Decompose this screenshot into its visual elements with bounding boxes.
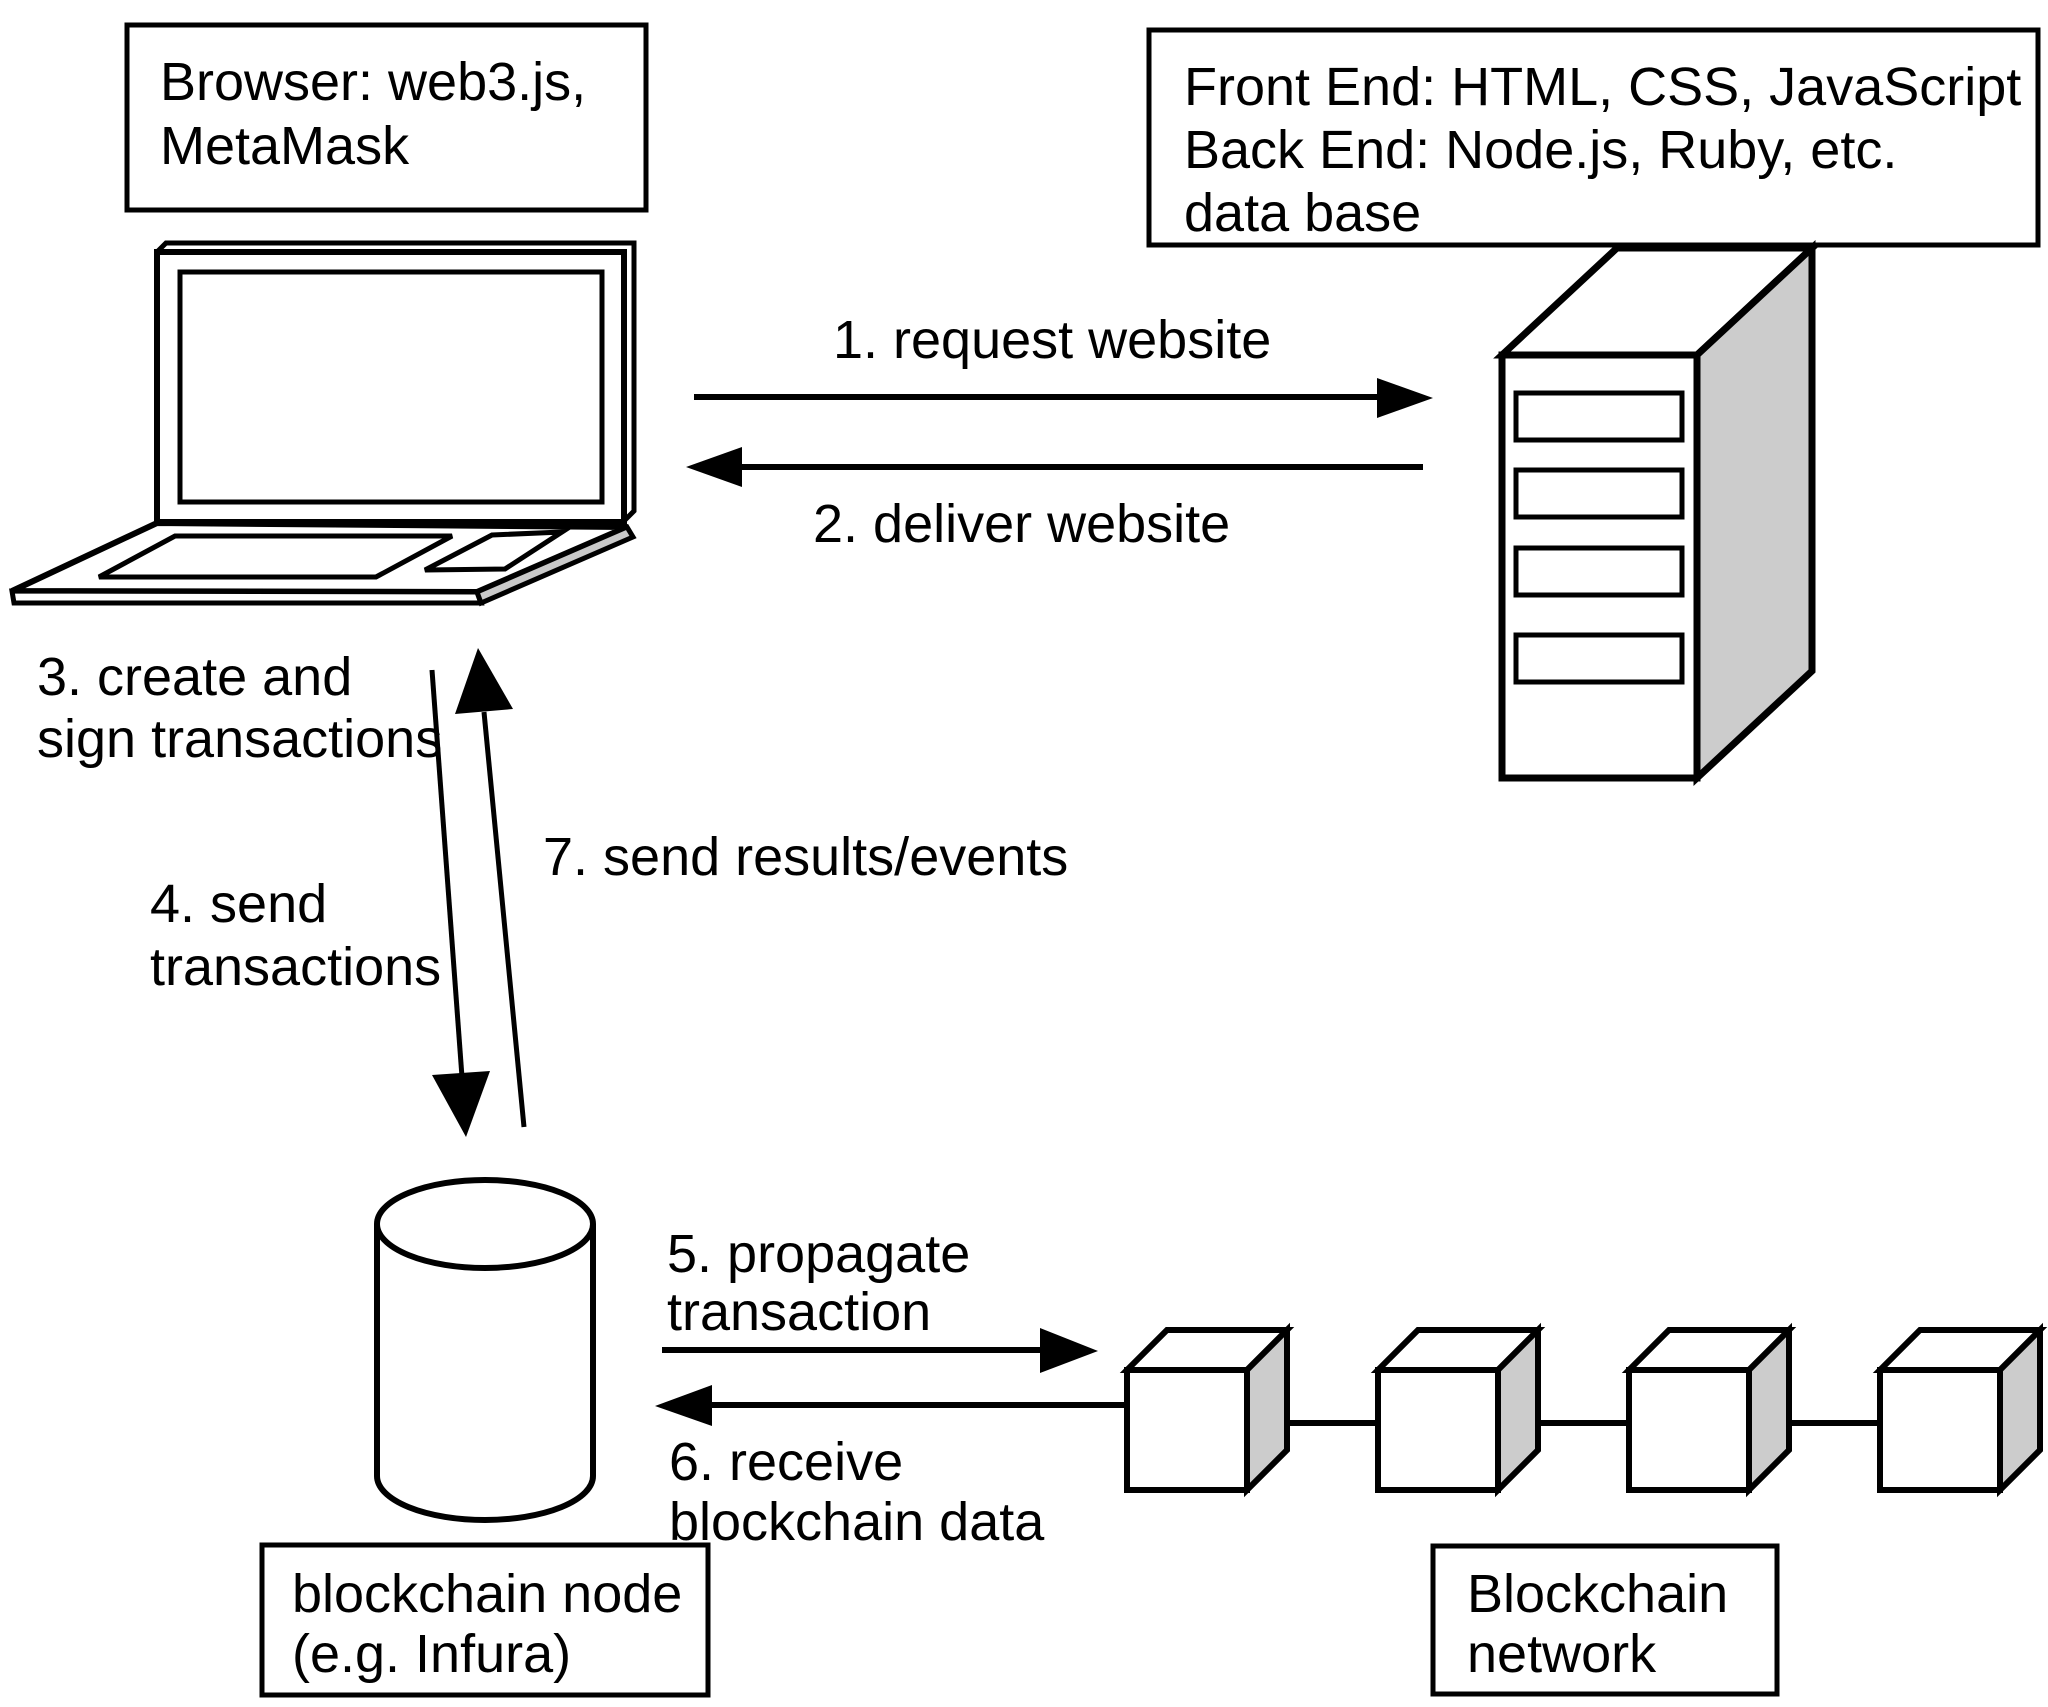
server-slot-4 xyxy=(1513,632,1685,685)
block-cube-4 xyxy=(1872,1322,2048,1498)
block-cube-1-front xyxy=(1124,1367,1250,1493)
blockchain-cubes-icon xyxy=(1119,1322,2048,1498)
browser-label-box: Browser: web3.js, MetaMask xyxy=(124,22,649,213)
database-cylinder-icon xyxy=(374,1177,596,1523)
block-cube-2 xyxy=(1370,1322,1546,1498)
network-label-box-frame xyxy=(1430,1543,1780,1697)
node-label-box-frame xyxy=(259,1542,711,1698)
arrow-6-receive-blockchain-data: 6. receive blockchain data xyxy=(655,1385,1125,1552)
network-label-line1: Blockchain xyxy=(1467,1564,1728,1624)
arrow-5-head-right-icon xyxy=(1040,1328,1098,1373)
network-label-line2: network xyxy=(1467,1624,1657,1684)
node-label-box: blockchain node (e.g. Infura) xyxy=(259,1542,711,1698)
laptop-deck-side-edge xyxy=(473,523,637,607)
laptop-trackpad xyxy=(423,529,572,573)
arrow-2-label: 2. deliver website xyxy=(813,494,1230,554)
arrow-6-label-line1: 6. receive xyxy=(669,1432,903,1492)
server-label-line2: Back End: Node.js, Ruby, etc. xyxy=(1184,120,1897,180)
arrow-1-request-website: 1. request website xyxy=(694,310,1433,418)
server-label-box: Front End: HTML, CSS, JavaScript Back En… xyxy=(1146,27,2041,248)
arrow-6-label-line2: blockchain data xyxy=(669,1492,1045,1552)
arrow-4-line xyxy=(429,669,465,1078)
laptop-keyboard xyxy=(97,533,454,580)
arrow-5-label-line2: transaction xyxy=(667,1282,931,1342)
arrow-5-label-line1: 5. propagate xyxy=(667,1224,970,1284)
block-cube-2-front xyxy=(1375,1367,1501,1493)
laptop-deck-bottom-edge xyxy=(9,588,485,606)
node-label-line1: blockchain node xyxy=(292,1564,682,1624)
arrow-7-head-up-icon xyxy=(455,648,513,714)
node-label-line2: (e.g. Infura) xyxy=(292,1624,571,1684)
block-cube-4-front xyxy=(1877,1367,2003,1493)
browser-label-box-frame xyxy=(124,22,649,213)
block-cube-3 xyxy=(1621,1322,1797,1498)
arrow-1-head-right-icon xyxy=(1377,378,1433,418)
arrow-7-line xyxy=(481,711,527,1128)
laptop-screen-back-edge xyxy=(155,240,637,523)
laptop-display xyxy=(177,269,605,505)
server-label-line3: data base xyxy=(1184,183,1421,243)
server-slot-2 xyxy=(1513,467,1685,520)
step-3-label-line1: 3. create and xyxy=(37,647,352,707)
arrow-2-head-left-icon xyxy=(686,447,742,487)
server-label-box-frame xyxy=(1146,27,2041,248)
database-cylinder-top xyxy=(374,1177,596,1271)
step-3-label-line2: sign transactions xyxy=(37,709,442,769)
server-slot-3 xyxy=(1513,545,1685,598)
server-label-line1: Front End: HTML, CSS, JavaScript xyxy=(1184,57,2021,117)
arrow-4-label-line2: transactions xyxy=(150,937,441,997)
step-3-label: 3. create and sign transactions xyxy=(37,647,442,769)
arrow-1-label: 1. request website xyxy=(833,310,1271,370)
arrow-2-deliver-website: 2. deliver website xyxy=(686,447,1423,554)
arrow-6-head-left-icon xyxy=(655,1385,712,1426)
database-cylinder-body xyxy=(374,1224,596,1523)
browser-label-line2: MetaMask xyxy=(160,116,410,176)
browser-label-line1: Browser: web3.js, xyxy=(160,52,586,112)
arrow-4-send-transactions: 4. send transactions xyxy=(150,669,490,1137)
arrow-4-head-down-icon xyxy=(432,1071,490,1137)
arrow-5-propagate-transaction: 5. propagate transaction xyxy=(662,1224,1098,1373)
arrow-7-send-results-events: 7. send results/events xyxy=(455,648,1068,1128)
arrow-4-label-line1: 4. send xyxy=(150,874,327,934)
server-tower-icon xyxy=(1493,239,1821,787)
network-label-box: Blockchain network xyxy=(1430,1543,1780,1697)
block-cube-1 xyxy=(1119,1322,1295,1498)
arrow-7-label: 7. send results/events xyxy=(543,827,1068,887)
server-slot-1 xyxy=(1513,390,1685,443)
laptop-icon xyxy=(9,240,637,607)
block-cube-3-front xyxy=(1626,1367,1752,1493)
